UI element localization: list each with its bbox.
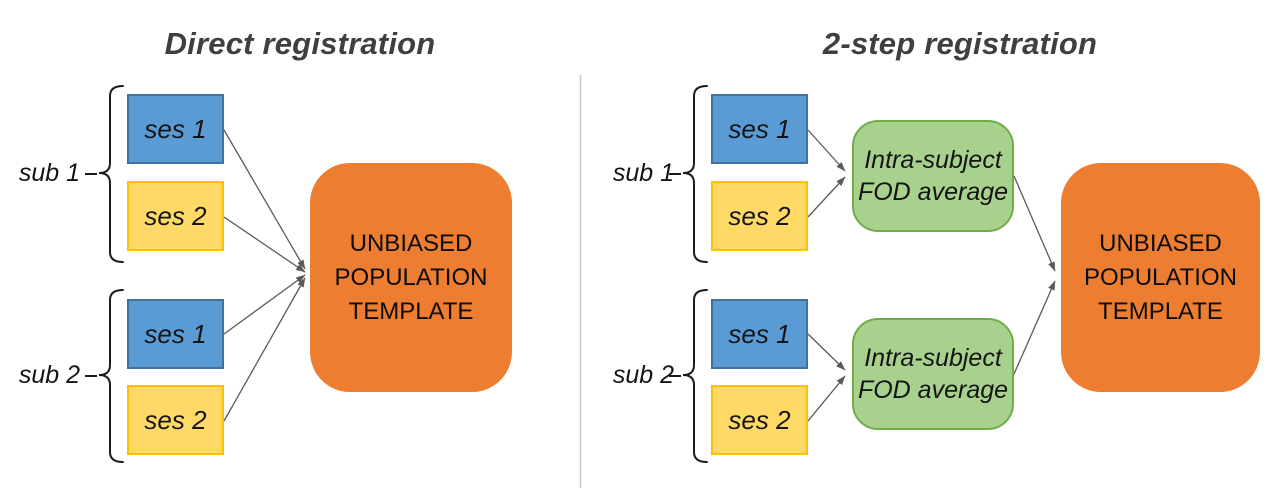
left-panel-title: Direct registration — [164, 26, 436, 61]
left-template-line1: UNBIASED — [349, 229, 473, 257]
right-template-line3: TEMPLATE — [1098, 297, 1223, 325]
left-population-template-box: UNBIASED POPULATION TEMPLATE — [310, 163, 512, 392]
right-sub1-brace — [682, 85, 708, 263]
arrow-left-sub1-ses1-to-template — [223, 129, 306, 270]
right-fod1-line2: FOD average — [857, 178, 1009, 206]
arrow-left-sub2-ses2-to-template — [223, 277, 306, 422]
right-population-template-box: UNBIASED POPULATION TEMPLATE — [1061, 163, 1260, 392]
left-sub1-ses1-box: ses 1 — [127, 94, 224, 164]
left-sub2-ses2-box: ses 2 — [127, 385, 224, 455]
left-sub2-ses1-label: ses 1 — [144, 318, 207, 349]
right-panel-title: 2-step registration — [822, 26, 1098, 61]
right-fod2-line2: FOD average — [857, 376, 1009, 404]
right-sub2-ses2-label: ses 2 — [728, 404, 791, 435]
arrow-right-sub2-ses1-to-fod — [807, 333, 846, 371]
right-sub1-ses1-label: ses 1 — [728, 113, 791, 144]
right-sub1-fod-average-box: Intra-subject FOD average — [852, 120, 1014, 232]
right-sub2-ses1-box: ses 1 — [711, 299, 808, 369]
arrow-right-sub1-ses1-to-fod — [807, 129, 846, 172]
right-sub2-ses1-label: ses 1 — [728, 318, 791, 349]
left-sub2-brace — [98, 289, 124, 463]
arrow-right-fod2-to-template — [1013, 280, 1056, 375]
left-sub2-ses1-box: ses 1 — [127, 299, 224, 369]
left-template-line3: TEMPLATE — [348, 297, 474, 325]
right-sub2-brace — [682, 289, 708, 463]
right-fod2-line1: Intra-subject — [864, 344, 1002, 372]
arrow-left-sub2-ses1-to-template — [223, 274, 306, 335]
right-template-line1: UNBIASED — [1099, 229, 1222, 257]
arrow-left-sub1-ses2-to-template — [223, 216, 306, 273]
right-sub1-ses2-box: ses 2 — [711, 181, 808, 251]
right-sub1-label: sub 1 — [612, 159, 674, 187]
right-sub2-fod-average-box: Intra-subject FOD average — [852, 318, 1014, 430]
left-sub1-ses1-label: ses 1 — [144, 113, 207, 144]
left-sub1-ses2-label: ses 2 — [144, 200, 207, 231]
left-sub1-label: sub 1 — [18, 159, 80, 187]
right-sub1-ses1-box: ses 1 — [711, 94, 808, 164]
arrow-right-sub2-ses2-to-fod — [807, 375, 846, 422]
right-sub2-ses2-box: ses 2 — [711, 385, 808, 455]
arrow-right-sub1-ses2-to-fod — [807, 176, 846, 218]
left-sub1-ses2-box: ses 2 — [127, 181, 224, 251]
right-template-line2: POPULATION — [1084, 263, 1237, 291]
left-sub2-ses2-label: ses 2 — [144, 404, 207, 435]
arrow-right-fod1-to-template — [1013, 175, 1056, 272]
left-sub2-label: sub 2 — [18, 361, 80, 389]
right-fod1-line1: Intra-subject — [864, 146, 1002, 174]
left-sub1-brace — [98, 85, 124, 263]
left-template-line2: POPULATION — [334, 263, 488, 291]
right-sub1-ses2-label: ses 2 — [728, 200, 791, 231]
right-sub2-label: sub 2 — [612, 361, 674, 389]
